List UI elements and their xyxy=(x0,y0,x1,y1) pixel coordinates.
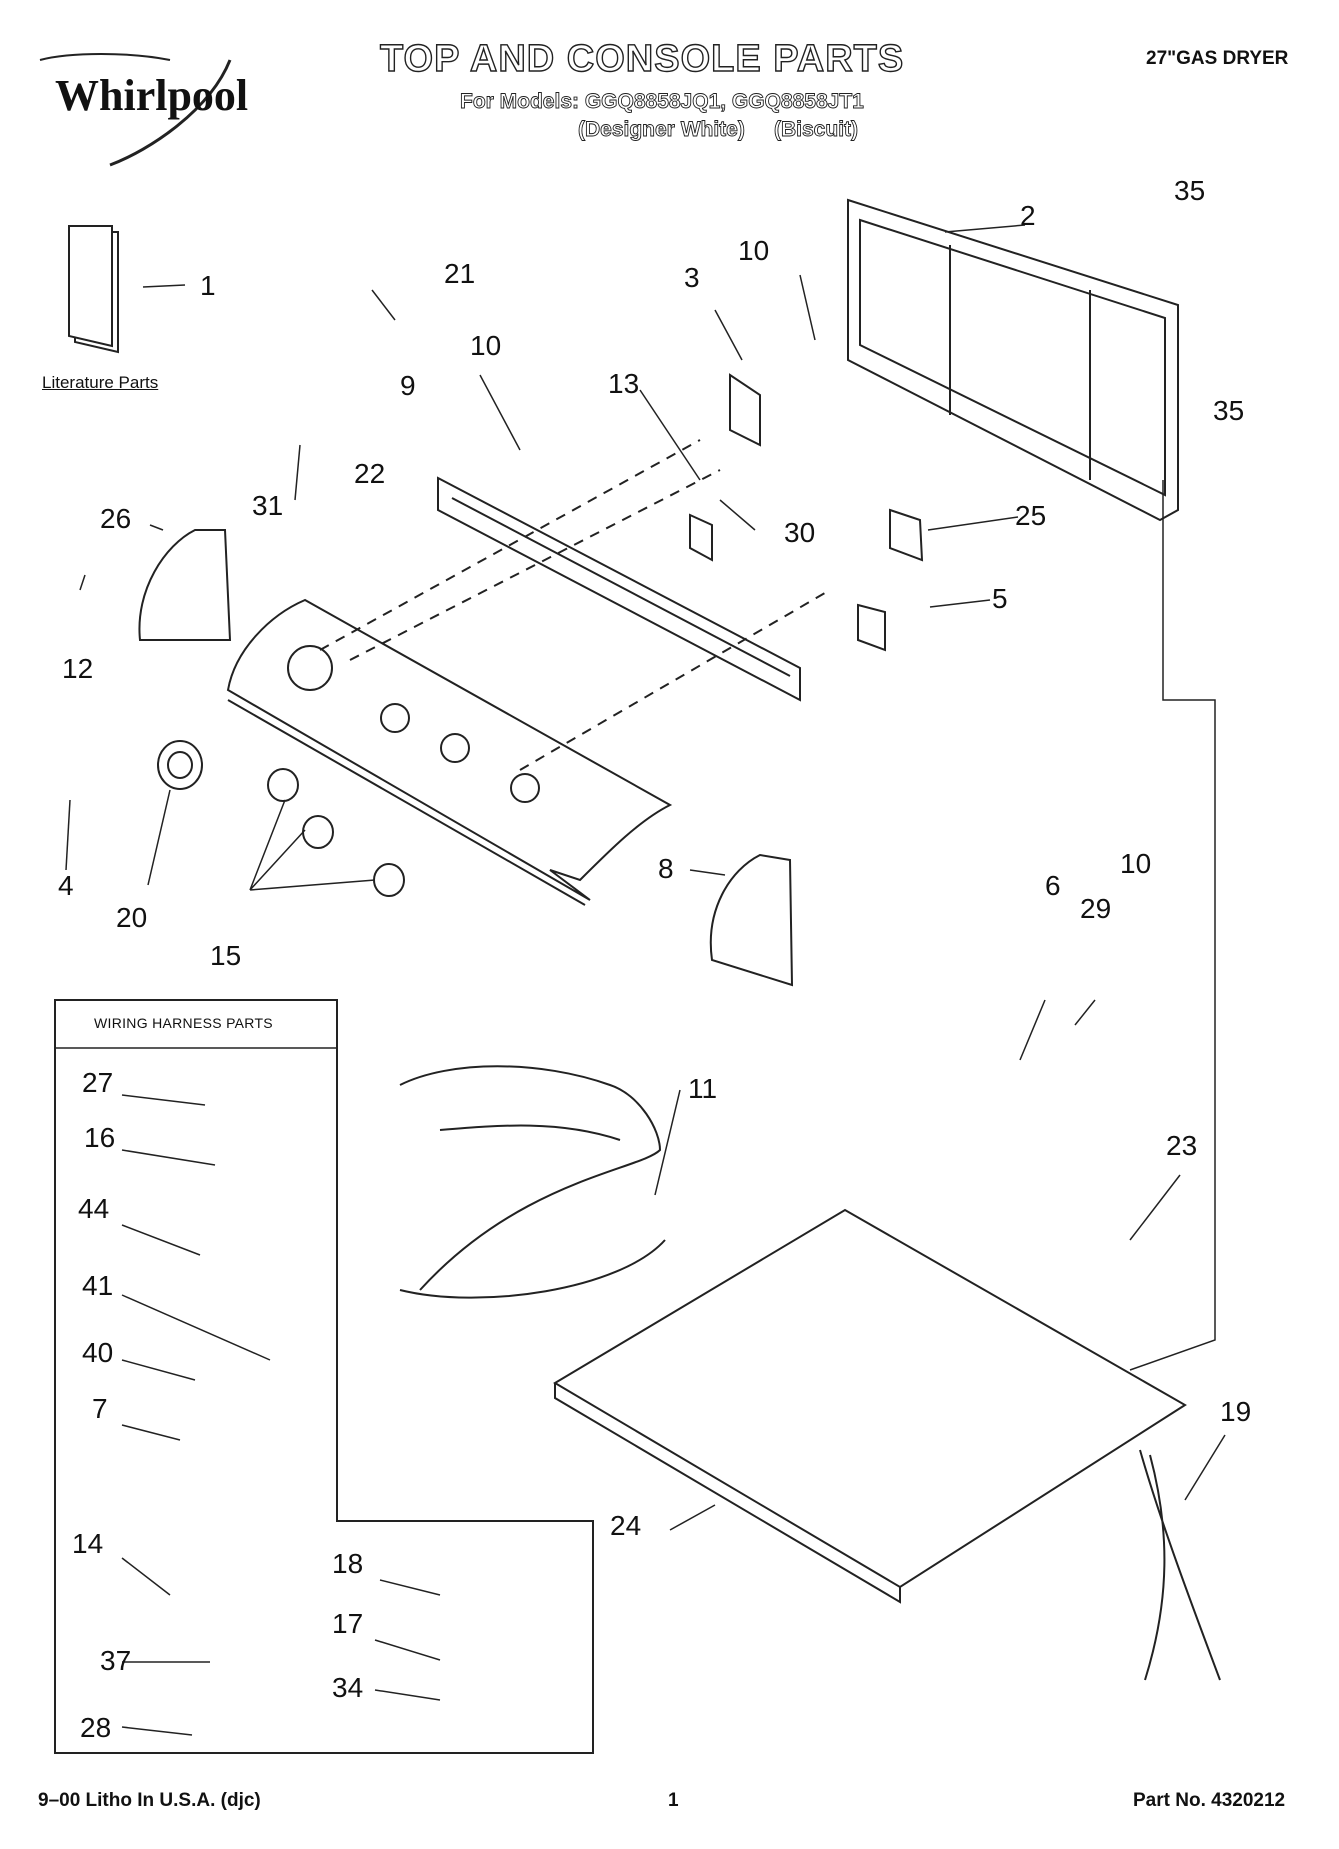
callout-13: 13 xyxy=(608,368,640,399)
callout-26: 26 xyxy=(100,503,132,534)
callout-14: 14 xyxy=(72,1528,104,1559)
callout-27: 27 xyxy=(82,1067,114,1098)
callout-10-c: 10 xyxy=(1120,848,1152,879)
callout-31: 31 xyxy=(252,490,284,521)
callout-35-a: 35 xyxy=(1174,175,1206,206)
callout-18: 18 xyxy=(332,1548,364,1579)
callout-9: 9 xyxy=(400,370,416,401)
callout-11: 11 xyxy=(688,1073,718,1104)
callout-2: 2 xyxy=(1020,200,1036,231)
callout-22: 22 xyxy=(354,458,386,489)
footer-page-number: 1 xyxy=(668,1790,679,1811)
models-line: For Models: GGQ8858JQ1, GGQ8858JT1 xyxy=(460,90,865,114)
callout-10-b: 10 xyxy=(738,235,770,266)
callout-44: 44 xyxy=(78,1193,110,1224)
brand-logo: Whirlpool xyxy=(55,71,249,120)
callout-24: 24 xyxy=(610,1510,642,1541)
callout-16: 16 xyxy=(84,1122,116,1153)
callout-25: 25 xyxy=(1015,500,1047,531)
footer-litho: 9–00 Litho In U.S.A. (djc) xyxy=(38,1790,261,1811)
callout-4: 4 xyxy=(58,870,74,901)
callout-15: 15 xyxy=(210,940,242,971)
callout-7: 7 xyxy=(92,1393,108,1424)
callout-29: 29 xyxy=(1080,893,1112,924)
callout-21: 21 xyxy=(444,258,476,289)
variants-line: (Designer White) (Biscuit) xyxy=(578,118,859,142)
callout-34: 34 xyxy=(332,1672,364,1703)
callout-8: 8 xyxy=(658,853,674,884)
callout-12: 12 xyxy=(62,653,94,684)
callout-19: 19 xyxy=(1220,1396,1252,1427)
callout-5: 5 xyxy=(992,583,1008,614)
callout-40: 40 xyxy=(82,1337,114,1368)
callout-20: 20 xyxy=(116,902,148,933)
wiring-harness-box-title: WIRING HARNESS PARTS xyxy=(94,1015,273,1031)
footer-part-number: Part No. 4320212 xyxy=(1133,1790,1286,1811)
callout-1: 1 xyxy=(200,270,216,301)
product-label: 27"GAS DRYER xyxy=(1146,48,1289,69)
callout-6: 6 xyxy=(1045,870,1061,901)
callout-28: 28 xyxy=(80,1712,112,1743)
literature-parts-label: Literature Parts xyxy=(42,373,159,392)
callout-35-b: 35 xyxy=(1213,395,1245,426)
callout-41: 41 xyxy=(82,1270,114,1301)
callout-30: 30 xyxy=(784,517,816,548)
callout-37: 37 xyxy=(100,1645,132,1676)
callout-10-a: 10 xyxy=(470,330,502,361)
callout-23: 23 xyxy=(1166,1130,1198,1161)
page-title: TOP AND CONSOLE PARTS xyxy=(379,37,905,80)
callout-17: 17 xyxy=(332,1608,364,1639)
callout-3: 3 xyxy=(684,262,700,293)
